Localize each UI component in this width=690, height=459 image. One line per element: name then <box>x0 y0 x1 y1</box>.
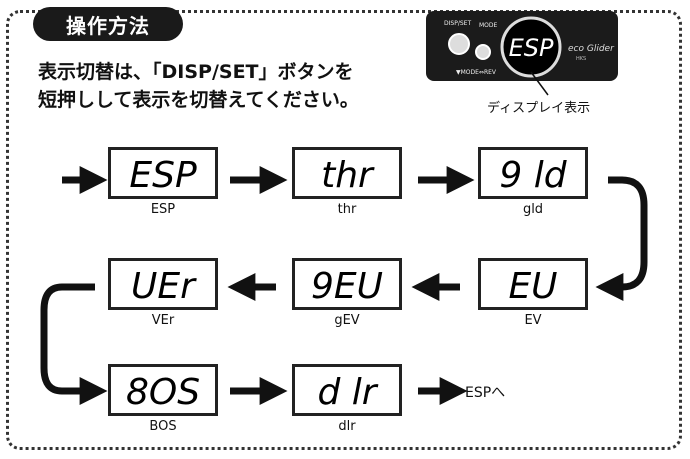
step-label: EV <box>524 313 542 328</box>
step-label: thr <box>337 202 357 217</box>
lcd-text: 9 ld <box>499 155 567 196</box>
loop-left <box>40 283 108 405</box>
lcd-gld: 9 ld <box>478 147 588 199</box>
brand-logo: eco Glider <box>568 44 615 54</box>
mode-label: MODE <box>479 22 498 29</box>
step-label: gld <box>522 202 544 217</box>
mode-button[interactable] <box>475 44 491 60</box>
brand-sub: HKS <box>576 56 586 62</box>
disp-set-label: DISP/SET <box>444 20 471 27</box>
instructions: 表示切替は、「DISP/SET」ボタンを 短押しして表示を切替えてください。 <box>38 58 359 114</box>
step-label: gEV <box>334 313 360 328</box>
step-label: VEr <box>151 313 175 328</box>
lcd-thr: thr <box>292 147 402 199</box>
lcd-text: UEr <box>131 266 197 307</box>
lcd-bos: 8OS <box>108 364 218 416</box>
lcd-text: thr <box>321 155 375 196</box>
step-label: ESP <box>150 202 176 217</box>
loop-back-text: ESPへ <box>465 385 506 401</box>
device-display-text: ESP <box>509 34 554 62</box>
lcd-gev: 9EU <box>292 258 402 310</box>
device-face: DISP/SET MODE ▼MODE⇔REV ESP eco Glider H… <box>444 16 615 78</box>
loop-right <box>595 176 648 301</box>
step-label: BOS <box>149 419 177 434</box>
lcd-ver: UEr <box>108 258 218 310</box>
lcd-dlr: d lr <box>292 364 402 416</box>
mode-rev-label: ▼MODE⇔REV <box>456 69 497 76</box>
lcd-text: 8OS <box>126 372 200 413</box>
lcd-ev: EU <box>478 258 588 310</box>
display-ring <box>500 16 562 78</box>
dotted-frame <box>6 10 682 450</box>
section-title: 操作方法 <box>33 7 183 41</box>
lcd-text: ESP <box>129 155 197 196</box>
instruction-line-1: 表示切替は、「DISP/SET」ボタンを <box>38 61 354 83</box>
lcd-text: d lr <box>317 372 378 413</box>
lcd-text: 9EU <box>311 266 383 307</box>
lcd-text: EU <box>508 266 557 307</box>
disp-set-button[interactable] <box>448 33 470 55</box>
lcd-esp: ESP <box>108 147 218 199</box>
device-caption: ディスプレイ表示 <box>487 101 591 116</box>
step-label: dlr <box>338 419 356 434</box>
instruction-line-2: 短押しして表示を切替えてください。 <box>38 89 359 111</box>
device-illustration: DISP/SET MODE ▼MODE⇔REV ESP eco Glider H… <box>426 11 618 81</box>
